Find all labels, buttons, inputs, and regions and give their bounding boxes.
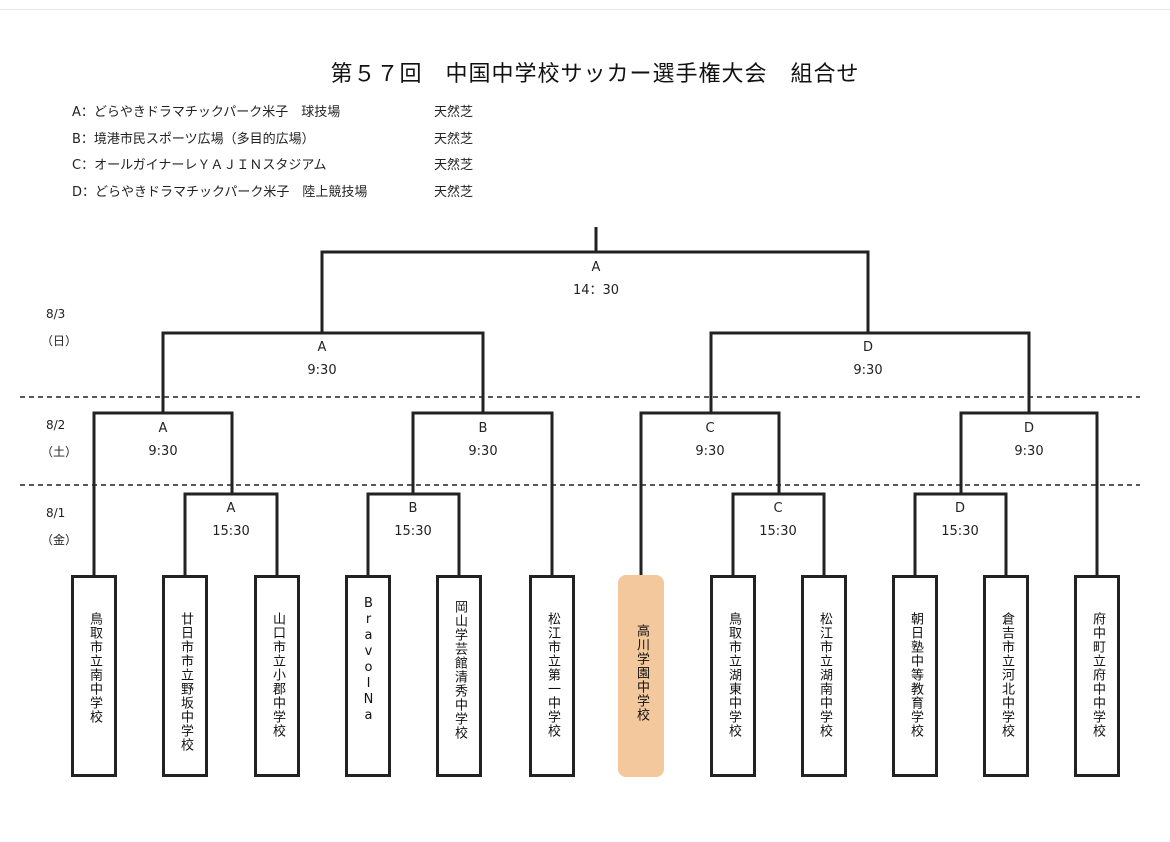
team-box: 倉吉市立河北中学校 xyxy=(983,575,1029,777)
venue-turf: 天然芝 xyxy=(434,184,474,200)
r1b-bracket xyxy=(366,492,461,575)
team-name: 鳥取市立湖東中学校 xyxy=(726,612,741,738)
day-separators xyxy=(20,396,1140,486)
venue-turf: 天然芝 xyxy=(434,131,474,147)
team-name: 朝日塾中等教育学校 xyxy=(908,612,923,738)
day-label: （土） xyxy=(41,445,77,459)
match-venue: D xyxy=(863,340,873,355)
venue-row-a: A：どらやきドラマチックパーク米子 球技場 天然芝 xyxy=(72,100,494,127)
match-time: 9:30 xyxy=(695,444,724,459)
match-venue: B xyxy=(479,421,488,436)
date-label: 8/2 xyxy=(46,418,65,432)
venue-name: A：どらやきドラマチックパーク米子 球技場 xyxy=(72,105,341,120)
team-name: 府中町立府中中学校 xyxy=(1090,612,1105,738)
team-box: 松江市立第一中学校 xyxy=(529,575,575,777)
match-time: 9:30 xyxy=(148,444,177,459)
match-venue: A xyxy=(592,260,601,275)
venue-name: D：どらやきドラマチックパーク米子 陸上競技場 xyxy=(72,184,368,200)
match-time: 9:30 xyxy=(853,363,882,378)
qf3-bracket xyxy=(639,411,781,575)
qf1-bracket xyxy=(92,411,234,575)
team-name: 岡山学芸館清秀中学校 xyxy=(452,600,467,740)
venue-turf: 天然芝 xyxy=(434,105,474,120)
team-name: 高川学園中学校 xyxy=(634,624,649,722)
team-name: 松江市立湖南中学校 xyxy=(817,612,832,738)
match-time: 15:30 xyxy=(759,524,796,539)
team-name: 倉吉市立河北中学校 xyxy=(999,612,1014,738)
venue-name: C：オールガイナーレＹＡＪＩＮスタジアム xyxy=(72,158,327,173)
team-name: 廿日市市立野坂中学校 xyxy=(178,612,193,752)
team-box: 鳥取市立南中学校 xyxy=(71,575,117,777)
match-time: 15:30 xyxy=(394,524,431,539)
r1d-bracket xyxy=(913,492,1008,575)
team-box: BravoINa xyxy=(345,575,391,777)
match-venue: A xyxy=(159,421,168,436)
match-time: 9:30 xyxy=(1014,444,1043,459)
venue-turf: 天然芝 xyxy=(434,158,474,173)
venue-row-c: C：オールガイナーレＹＡＪＩＮスタジアム 天然芝 xyxy=(72,153,494,180)
team-name: 鳥取市立南中学校 xyxy=(87,612,102,724)
date-label: 8/1 xyxy=(46,506,65,520)
team-box-highlighted: 高川学園中学校 xyxy=(618,575,664,777)
sf1-bracket xyxy=(161,331,485,413)
bracket-lines xyxy=(92,227,1099,575)
team-box: 廿日市市立野坂中学校 xyxy=(162,575,208,777)
r1c-bracket xyxy=(731,492,826,575)
venue-row-d: D：どらやきドラマチックパーク米子 陸上競技場 天然芝 xyxy=(72,180,494,207)
day-label: （金） xyxy=(41,532,77,547)
qf4-bracket xyxy=(959,411,1099,575)
match-time: 15:30 xyxy=(212,524,249,539)
team-name: 山口市立小郡中学校 xyxy=(270,612,285,738)
match-time: 9:30 xyxy=(468,444,497,459)
page-title: 第５７回 中国中学校サッカー選手権大会 組合せ xyxy=(330,62,860,87)
sf2-bracket xyxy=(709,331,1031,413)
team-box: 府中町立府中中学校 xyxy=(1074,575,1120,777)
team-box: 松江市立湖南中学校 xyxy=(801,575,847,777)
day-label: （日） xyxy=(41,334,77,348)
match-time: 15:30 xyxy=(941,524,978,539)
match-venue: A xyxy=(227,501,236,516)
match-venue: C xyxy=(773,501,782,516)
match-venue: C xyxy=(705,421,714,436)
r1a-bracket xyxy=(183,492,279,575)
top-border xyxy=(0,9,1170,10)
venue-legend: A：どらやきドラマチックパーク米子 球技場 天然芝 B：境港市民スポーツ広場（多… xyxy=(72,100,494,206)
team-name: 松江市立第一中学校 xyxy=(545,612,560,738)
match-venue: A xyxy=(318,340,327,355)
match-time: 14：30 xyxy=(573,283,619,298)
match-venue: D xyxy=(1024,421,1034,436)
venue-name: B：境港市民スポーツ広場（多目的広場） xyxy=(72,131,315,147)
team-name: BravoINa xyxy=(361,596,376,724)
venue-row-b: B：境港市民スポーツ広場（多目的広場） 天然芝 xyxy=(72,127,494,154)
team-box: 岡山学芸館清秀中学校 xyxy=(436,575,482,777)
date-label: 8/3 xyxy=(46,307,65,321)
match-time: 9:30 xyxy=(307,363,336,378)
match-venue: B xyxy=(409,501,418,516)
qf2-bracket xyxy=(411,411,554,575)
team-box: 朝日塾中等教育学校 xyxy=(892,575,938,777)
team-box: 山口市立小郡中学校 xyxy=(254,575,300,777)
match-venue: D xyxy=(955,501,965,516)
team-box: 鳥取市立湖東中学校 xyxy=(710,575,756,777)
final-bracket xyxy=(320,250,870,333)
